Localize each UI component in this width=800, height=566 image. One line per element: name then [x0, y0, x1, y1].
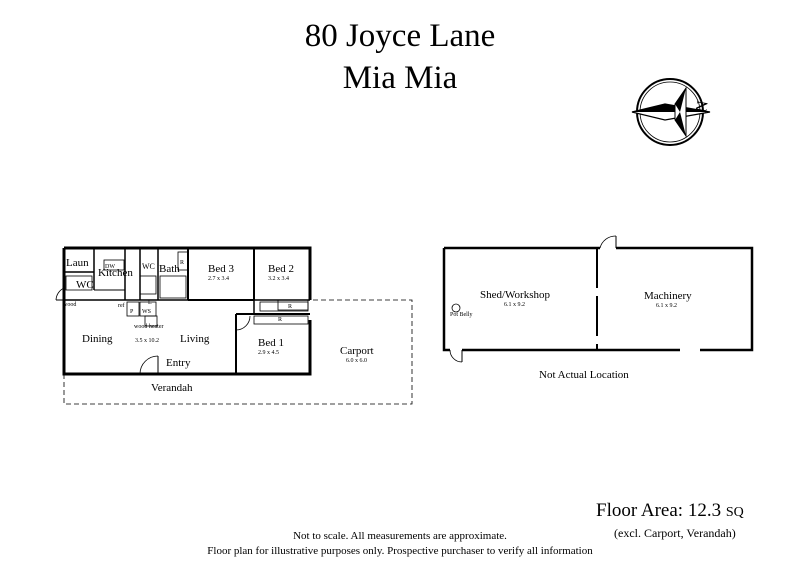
room-wc-2: WC: [142, 262, 155, 271]
disclaimer-line-1: Not to scale. All measurements are appro…: [293, 530, 507, 542]
room-bath: Bath: [159, 263, 180, 275]
address-line-1: 80 Joyce Lane: [304, 18, 496, 54]
room-machinery-dim: 6.1 x 9.2: [656, 303, 677, 309]
room-bed-3-dim: 2.7 x 3.4: [208, 276, 229, 282]
room-entry: Entry: [166, 357, 191, 369]
address-line-2: Mia Mia: [342, 60, 458, 96]
room-living-dim: 3.5 x 10.2: [135, 338, 159, 344]
room-machinery: Machinery: [644, 290, 692, 302]
fixture-r-3: R: [278, 317, 282, 323]
location-note: Not Actual Location: [539, 369, 629, 381]
fixture-wood-heater: wood heater: [134, 324, 164, 330]
fixture-pot-belly: Pot Belly: [450, 312, 473, 318]
room-dining: Dining: [82, 333, 113, 345]
room-bed-1: Bed 1: [258, 337, 284, 349]
room-laun: Laun: [66, 257, 89, 269]
floor-area-label: Floor Area: 12.3 SQ: [596, 500, 744, 522]
house-walls: [55, 246, 312, 376]
north-arrow-icon: N: [631, 78, 712, 146]
fixture-wood: wood: [63, 302, 76, 308]
room-bed-2: Bed 2: [268, 263, 294, 275]
room-kitchen: Kitchen: [98, 267, 133, 279]
disclaimer-line-2: Floor plan for illustrative purposes onl…: [207, 545, 593, 557]
north-letter: N: [693, 99, 712, 114]
room-bed-2-dim: 3.2 x 3.4: [268, 276, 289, 282]
room-wc-1: WC: [76, 279, 94, 291]
fixture-dw: DW: [105, 264, 115, 270]
room-verandah: Verandah: [151, 382, 193, 394]
fixture-ref: ref: [118, 302, 125, 309]
room-carport-dim: 6.0 x 6.0: [346, 358, 367, 364]
shed-walls: [442, 235, 754, 363]
room-living: Living: [180, 333, 210, 345]
fixture-r-2: R: [288, 304, 292, 310]
room-bed-3: Bed 3: [208, 263, 234, 275]
verandah-outline: [63, 299, 413, 405]
room-shed-workshop: Shed/Workshop: [480, 289, 551, 301]
fixture-l: L: [148, 300, 152, 306]
floor-area-value: Floor Area: 12.3: [596, 500, 722, 521]
fixture-p: P: [130, 309, 134, 315]
floor-area-exclusions: (excl. Carport, Verandah): [614, 526, 736, 540]
room-carport: Carport: [340, 345, 374, 357]
room-bed-1-dim: 2.9 x 4.5: [258, 350, 279, 356]
room-shed-workshop-dim: 6.1 x 9.2: [504, 302, 525, 308]
floor-area-unit: SQ: [725, 505, 744, 520]
fixture-r-1: R: [180, 260, 184, 266]
fixture-ws: WS: [142, 309, 151, 315]
